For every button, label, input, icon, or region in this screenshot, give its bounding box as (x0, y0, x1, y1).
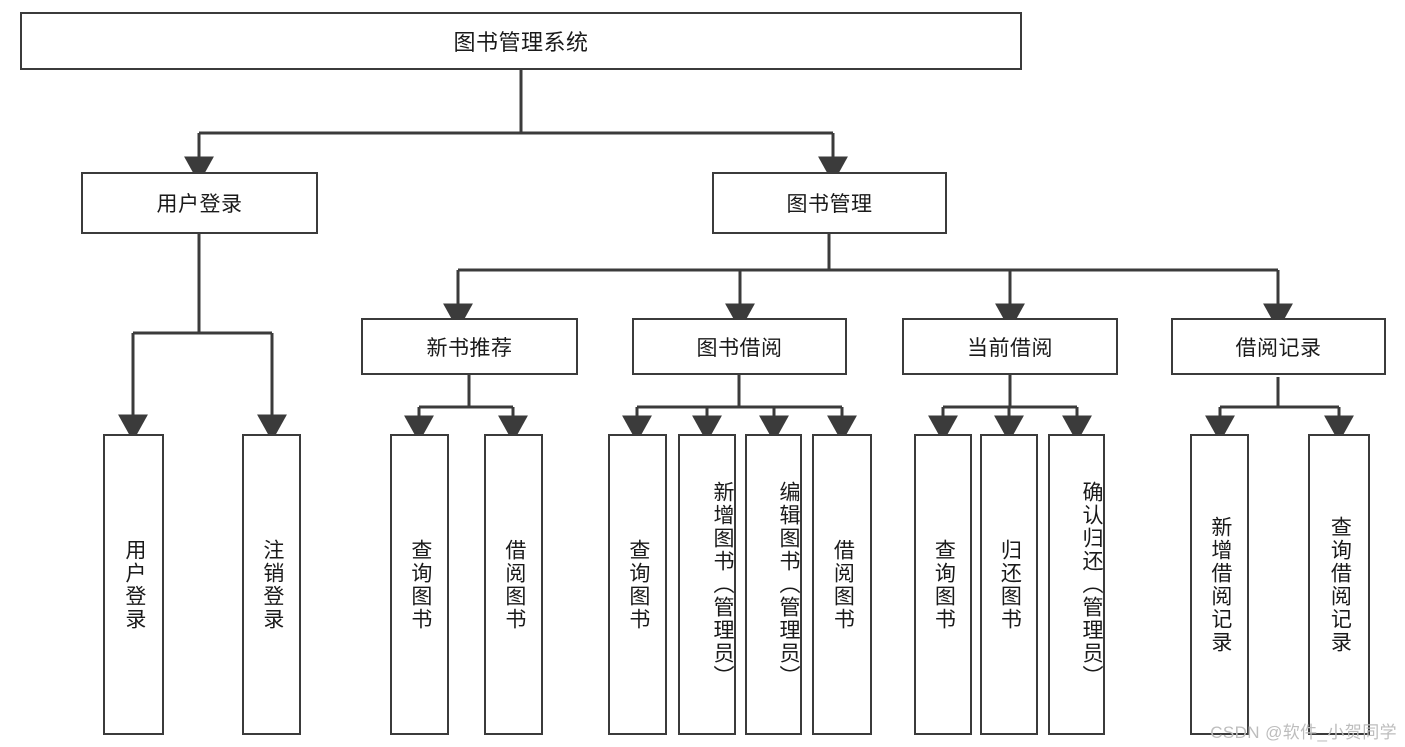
leaf-borrow-query-book[interactable]: 查询图书 (608, 434, 667, 735)
leaf-borrow-edit-book-admin[interactable]: 编辑图书（管理员） (745, 434, 802, 735)
node-user-login[interactable]: 用户登录 (81, 172, 318, 234)
leaf-user-login-signout[interactable]: 注销登录 (242, 434, 301, 735)
node-label: 确认归还（管理员） (1080, 481, 1103, 688)
leaf-borrow-add-book-admin[interactable]: 新增图书（管理员） (678, 434, 736, 735)
leaf-user-login-signin[interactable]: 用户登录 (103, 434, 164, 735)
leaf-current-return-book[interactable]: 归还图书 (980, 434, 1038, 735)
leaf-recommend-borrow-book[interactable]: 借阅图书 (484, 434, 543, 735)
node-label: 借阅图书 (502, 538, 526, 631)
node-label: 图书管理 (786, 193, 873, 216)
node-new-book-recommend[interactable]: 新书推荐 (361, 318, 578, 375)
leaf-current-confirm-return-admin[interactable]: 确认归还（管理员） (1048, 434, 1105, 735)
node-label: 查询图书 (932, 538, 956, 631)
node-book-borrow[interactable]: 图书借阅 (632, 318, 847, 375)
node-label: 用户登录 (122, 538, 146, 631)
node-label: 借阅记录 (1235, 336, 1322, 360)
node-label: 借阅图书 (831, 538, 855, 631)
node-label: 编辑图书（管理员） (777, 481, 800, 688)
node-label: 查询借阅记录 (1328, 515, 1352, 654)
node-label: 用户登录 (156, 193, 243, 216)
node-current-borrow[interactable]: 当前借阅 (902, 318, 1118, 375)
leaf-borrow-borrow-book[interactable]: 借阅图书 (812, 434, 872, 735)
node-label: 图书借阅 (696, 336, 783, 360)
node-label: 新书推荐 (426, 336, 513, 360)
node-label: 新增图书（管理员） (711, 481, 734, 688)
node-book-management[interactable]: 图书管理 (712, 172, 947, 234)
node-borrow-record[interactable]: 借阅记录 (1171, 318, 1386, 375)
node-label: 图书管理系统 (453, 30, 589, 55)
leaf-record-add-record[interactable]: 新增借阅记录 (1190, 434, 1249, 735)
watermark-credit: CSDN @软件_小贺同学 (1210, 723, 1397, 742)
node-label: 归还图书 (998, 538, 1022, 631)
node-label: 查询图书 (626, 538, 650, 631)
leaf-record-query-record[interactable]: 查询借阅记录 (1308, 434, 1370, 735)
leaf-current-query-book[interactable]: 查询图书 (914, 434, 972, 735)
node-label: 当前借阅 (967, 336, 1053, 360)
node-root-system[interactable]: 图书管理系统 (20, 12, 1022, 70)
node-label: 查询图书 (408, 538, 432, 631)
node-label: 新增借阅记录 (1208, 515, 1232, 654)
node-label: 注销登录 (260, 538, 284, 631)
leaf-recommend-query-book[interactable]: 查询图书 (390, 434, 449, 735)
